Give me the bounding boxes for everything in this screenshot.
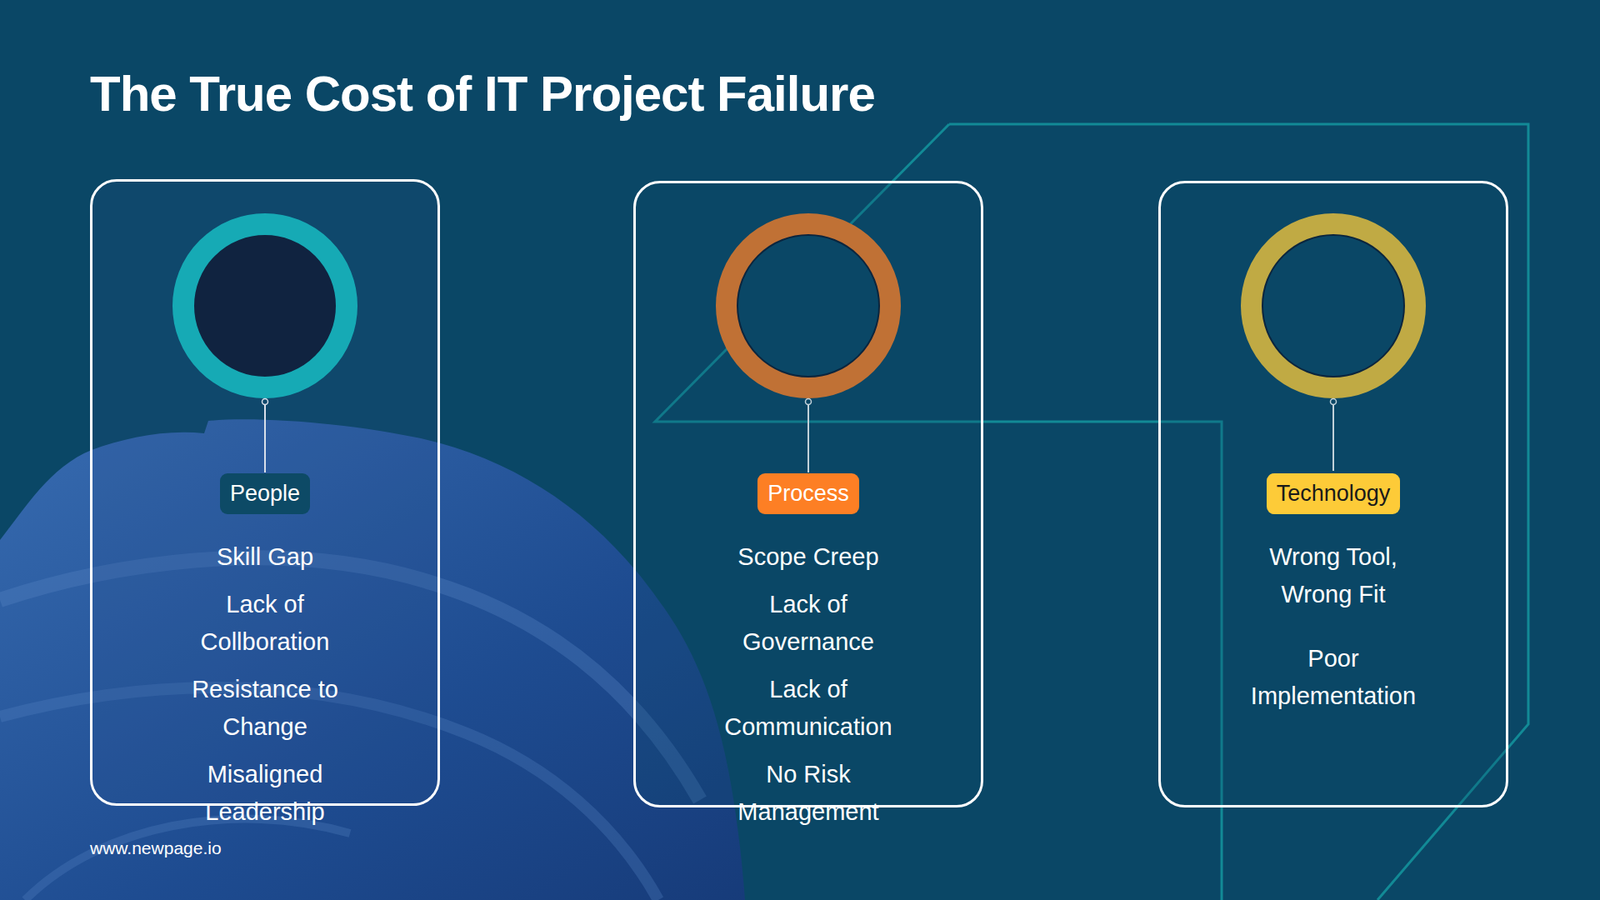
failure-cause: Resistance to Change [165, 670, 365, 746]
item-list: Scope CreepLack of GovernanceLack of Com… [635, 538, 981, 841]
category-tag: Technology [1266, 473, 1401, 515]
failure-cause: Lack of Governance [708, 585, 909, 661]
category-card: Wrong Tool, Wrong FitPoor Implementation… [1158, 180, 1509, 808]
item-list: Skill GapLack of CollborationResistance … [92, 538, 438, 841]
circuit-line [949, 124, 1529, 900]
failure-cause: Misaligned Leadership [165, 755, 365, 831]
failure-cause: Poor Implementation [1233, 640, 1434, 715]
category-card: Skill GapLack of CollborationResistance … [90, 179, 440, 806]
failure-cause: Lack of Communication [708, 670, 909, 746]
item-list: Wrong Tool, Wrong FitPoor Implementation [1160, 538, 1506, 742]
failure-cause: Scope Creep [708, 538, 909, 576]
category-tag: People [220, 473, 310, 515]
blob-ridge [25, 819, 350, 900]
failure-cause: Lack of Collboration [165, 585, 365, 661]
category-tag: Process [757, 473, 860, 515]
failure-cause: No Risk Management [708, 755, 909, 831]
failure-cause: Wrong Tool, Wrong Fit [1233, 538, 1434, 614]
category-name: Technology [1276, 480, 1391, 506]
failure-cause: Skill Gap [165, 538, 365, 576]
category-card: Scope CreepLack of GovernanceLack of Com… [633, 180, 984, 808]
website-label: www.newpage.io [90, 838, 222, 859]
title: The True Cost of IT Project Failure [90, 65, 875, 123]
category-name: Process [767, 480, 850, 506]
category-name: People [230, 480, 300, 506]
